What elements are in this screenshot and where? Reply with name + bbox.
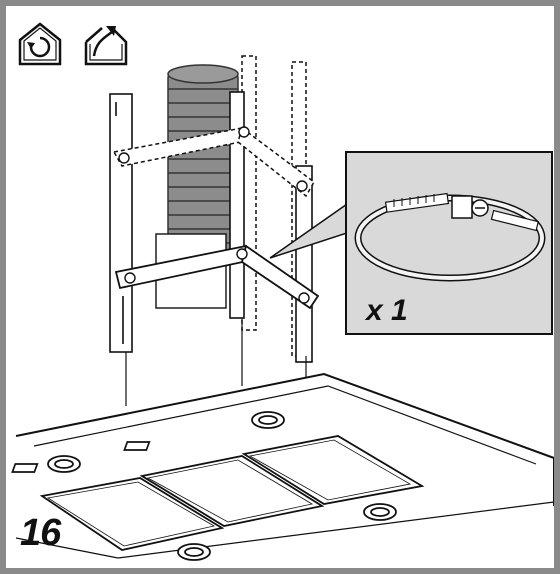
chimney-outline: [125, 318, 307, 406]
hose-clamp-icon: [354, 192, 546, 282]
flexible-duct: [167, 64, 239, 255]
quantity-label: x 1: [366, 294, 408, 327]
upper-bracket: [112, 126, 315, 198]
hood-assembly-illustration: [11, 55, 554, 568]
extraction-mode-icon: [82, 20, 130, 68]
halogen-lamps: [47, 411, 397, 561]
step-number: 16: [20, 512, 61, 554]
callout-box: [345, 151, 553, 335]
grease-filters: [11, 435, 425, 551]
recirculation-mode-icon: [16, 20, 64, 68]
